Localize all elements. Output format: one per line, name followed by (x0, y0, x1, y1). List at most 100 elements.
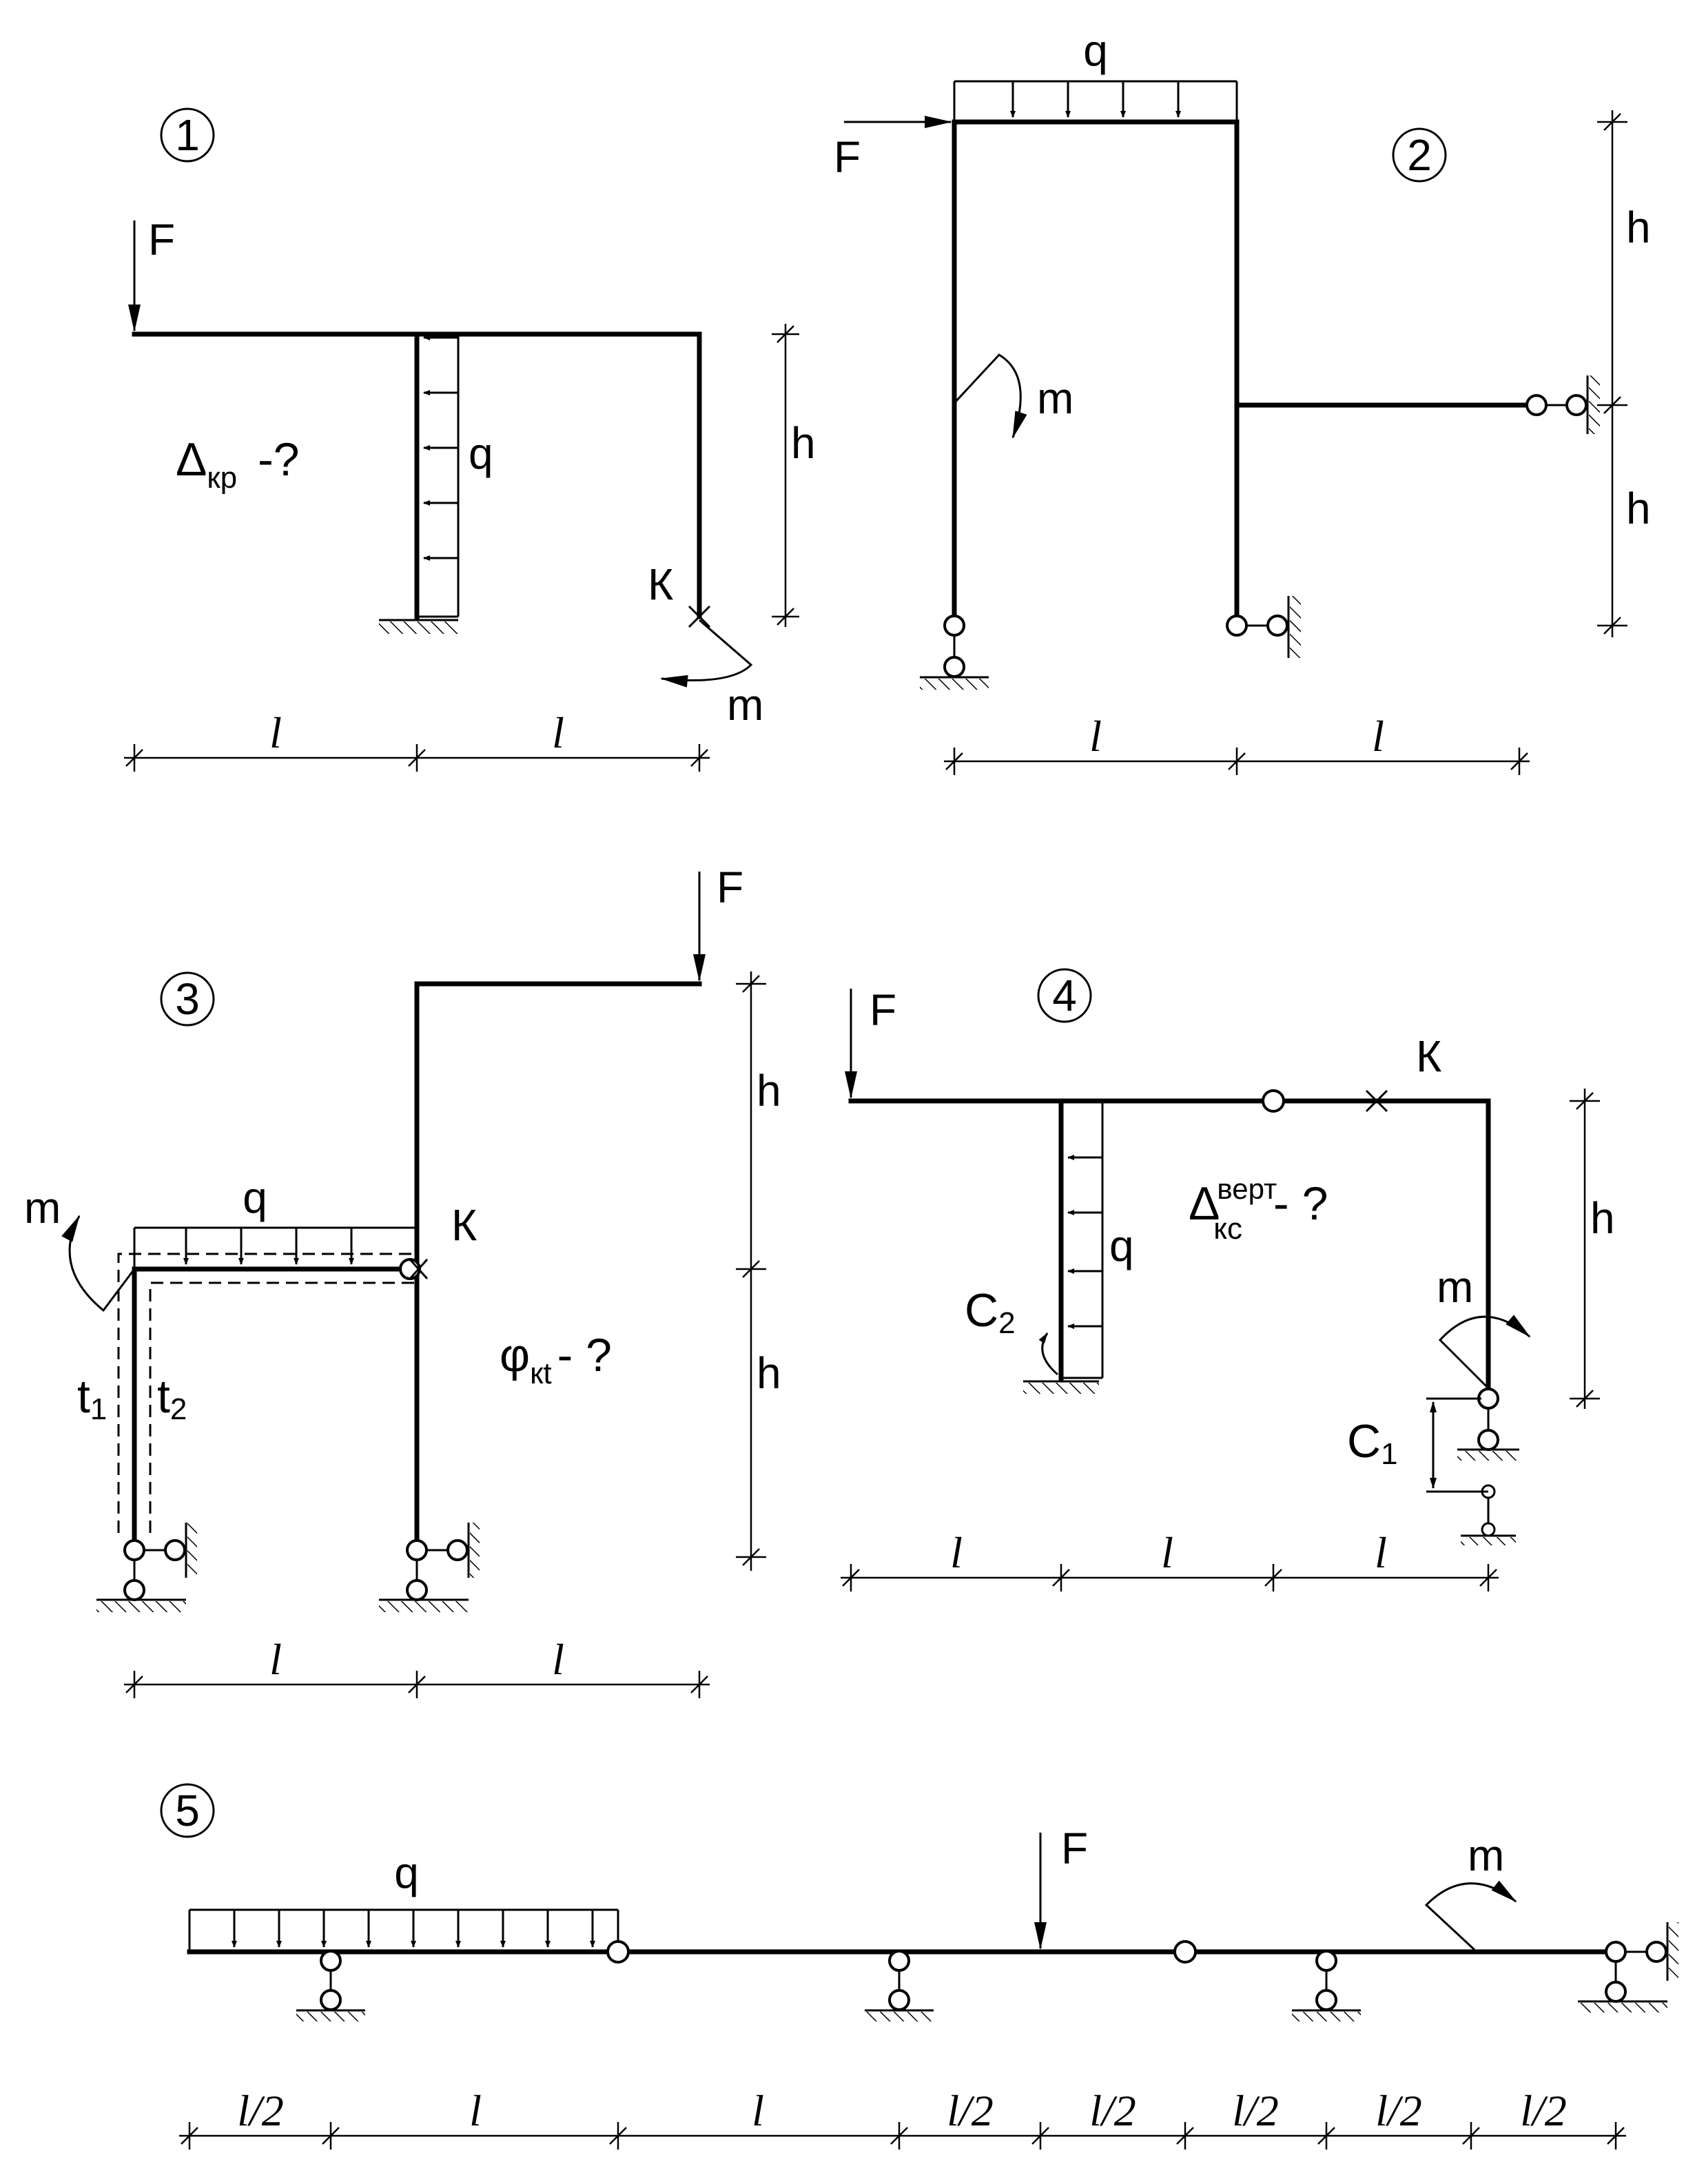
settlement-c1-label: C1 (1347, 1415, 1398, 1471)
dimension-h (772, 324, 799, 627)
dimension-l-label: l (552, 1635, 564, 1684)
panel-number: 1 (175, 110, 200, 160)
pin-support (1292, 1950, 1361, 2021)
dimension-h-label: h (757, 1348, 781, 1398)
hinge (606, 1940, 630, 1964)
rotation-question: φкt- ? (500, 1329, 612, 1390)
dimension-l-label: l (552, 708, 564, 757)
moment-arrow (1438, 1315, 1531, 1390)
dimension-l (944, 748, 1530, 775)
hinge (1262, 1089, 1285, 1113)
distributed-load (133, 1226, 417, 1269)
dimension-label: l (752, 2086, 764, 2135)
force-label: F (870, 985, 896, 1035)
pin-support (865, 1950, 934, 2021)
displaced-support (1426, 1397, 1516, 1545)
dimension-h-label: h (1626, 484, 1651, 533)
force-label: F (1061, 1824, 1088, 1873)
sliding-support (1578, 1922, 1678, 2012)
dimension-h (1597, 110, 1627, 637)
panel-number-circle (160, 971, 215, 1027)
settlement-rotation-arrow (1038, 1332, 1058, 1376)
sliding-support (379, 1523, 480, 1612)
point-k-marker (409, 1259, 429, 1279)
pin-support (296, 1950, 365, 2021)
temperature-t1-label: t1 (77, 1370, 107, 1426)
panel-1: 1 F q Δкр-? К m (124, 107, 816, 772)
temperature-t2-label: t2 (157, 1370, 187, 1426)
dimension-label: l (469, 2086, 482, 2135)
dimension-label: l/2 (1375, 2086, 1422, 2135)
dimension-l (841, 1564, 1499, 1591)
moment-label: m (1437, 1262, 1473, 1312)
pin-support (1457, 1388, 1519, 1461)
dimension-l (179, 2122, 1626, 2150)
force-label: F (148, 215, 175, 265)
distributed-load (188, 1908, 619, 1952)
load-label: q (243, 1173, 267, 1222)
point-k-label: К (1416, 1031, 1441, 1081)
distributed-load (1061, 1101, 1104, 1379)
load-label: q (394, 1848, 419, 1897)
distributed-load (953, 80, 1238, 122)
dimension-l (124, 744, 710, 772)
moment-label: m (24, 1183, 61, 1233)
dimension-l-label: l (1372, 712, 1384, 761)
dimension-l (124, 1671, 710, 1698)
dimension-h-label: h (791, 418, 816, 468)
frame-member (848, 1098, 1491, 1394)
roller-support (1525, 375, 1600, 434)
dimension-label: l/2 (1089, 2086, 1136, 2135)
dimension-l-label: l (1161, 1528, 1173, 1577)
panel-2: 2 q F m (834, 25, 1651, 775)
point-k-marker (688, 605, 711, 628)
panel-number-circle (160, 107, 215, 163)
force-label: F (717, 863, 743, 912)
sliding-support (96, 1523, 197, 1612)
dimension-label: l/2 (237, 2086, 284, 2135)
dimension-label: l/2 (1520, 2086, 1567, 2135)
temperature-line (117, 1253, 417, 1533)
frame-member (132, 331, 702, 619)
load-label: q (1109, 1221, 1134, 1270)
pin-support (920, 615, 989, 690)
moment-label: m (1037, 373, 1074, 423)
roller-support (1226, 596, 1301, 658)
dimension-h (1570, 1089, 1600, 1409)
moment-label: m (1468, 1831, 1504, 1880)
dimension-l-label: l (950, 1528, 963, 1577)
dimension-h (736, 971, 766, 1571)
moment-arrow (660, 619, 753, 688)
panel-number: 3 (175, 974, 200, 1024)
hinge (1173, 1940, 1197, 1964)
panel-number: 4 (1052, 971, 1077, 1020)
dimension-h-label: h (1590, 1193, 1615, 1243)
load-label: q (1083, 25, 1108, 75)
panel-number: 2 (1407, 130, 1432, 180)
dimension-label: l/2 (1232, 2086, 1279, 2135)
panel-number: 5 (175, 1786, 200, 1835)
panel-5: 5 q F m (160, 1783, 1678, 2150)
support-hatch (1023, 1383, 1099, 1394)
point-k-label: К (648, 559, 673, 609)
load-label: q (469, 429, 493, 478)
distributed-load (417, 334, 460, 618)
point-k-marker (1365, 1089, 1388, 1113)
displacement-question: Δкр-? (176, 433, 300, 495)
panel-3: 3 К q m F t1 t2 (24, 863, 781, 1698)
panel-number-circle (1392, 127, 1447, 183)
dimension-h-label: h (757, 1066, 781, 1115)
moment-arrow (61, 1215, 136, 1312)
force-label: F (834, 132, 861, 182)
moment-arrow (1424, 1880, 1517, 1951)
hinge (399, 1258, 421, 1280)
point-k-label: К (451, 1200, 477, 1250)
moment-arrow (953, 353, 1027, 439)
support-hatch (379, 621, 458, 634)
temperature-line (149, 1281, 417, 1533)
frame-member (414, 981, 702, 1545)
settlement-c2-label: C2 (965, 1284, 1016, 1340)
